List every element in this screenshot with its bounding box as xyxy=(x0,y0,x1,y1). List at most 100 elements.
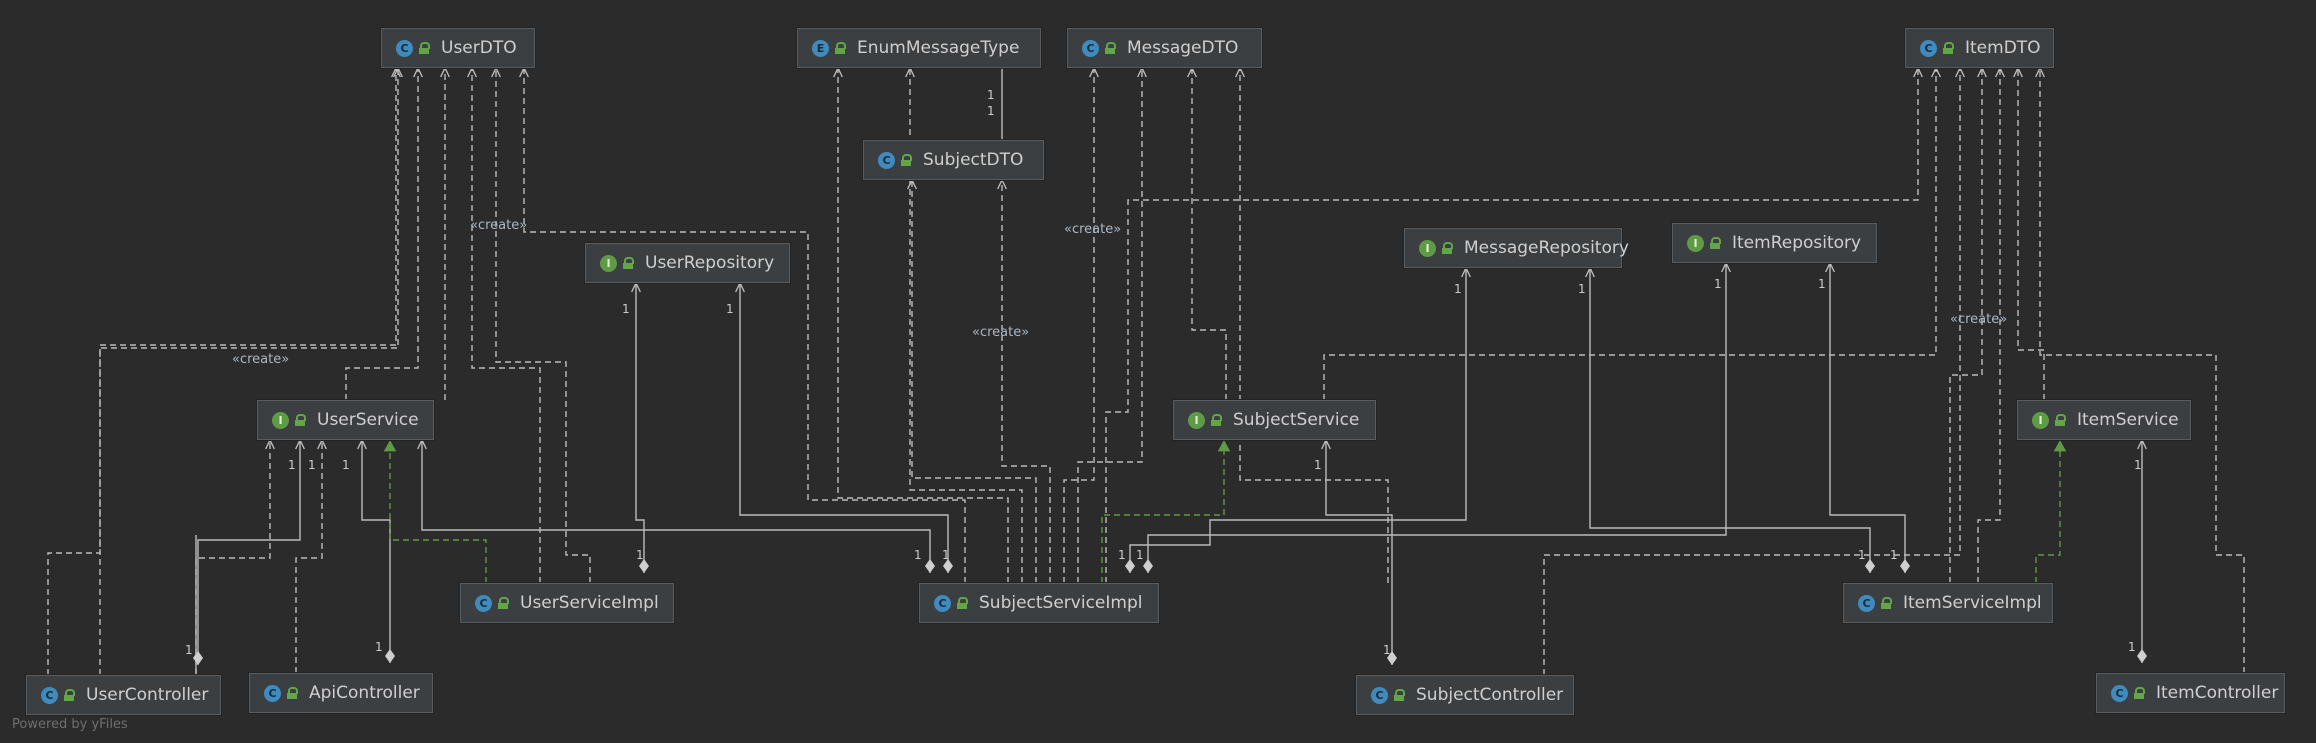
class-icon: C xyxy=(41,686,58,704)
node-label: SubjectServiceImpl xyxy=(979,593,1143,613)
node-label: ItemController xyxy=(2156,683,2279,703)
dep-apicontroller-userservice xyxy=(295,440,323,673)
node-item-dto[interactable]: C ItemDTO xyxy=(1905,28,2054,68)
public-lock-icon xyxy=(1211,414,1222,426)
open-arrowhead xyxy=(519,66,529,78)
open-arrowhead xyxy=(1825,261,1835,273)
dep-ssi-messagedto xyxy=(1063,68,1095,583)
open-arrowhead xyxy=(1089,66,1099,78)
public-lock-icon xyxy=(623,257,634,269)
node-item-controller[interactable]: C ItemController xyxy=(2096,673,2285,713)
node-label: ItemServiceImpl xyxy=(1903,593,2042,613)
multiplicity-label: 1 xyxy=(636,548,644,562)
public-lock-icon xyxy=(1881,597,1892,609)
public-lock-icon xyxy=(835,42,846,54)
node-label: UserDTO xyxy=(441,38,517,58)
composition-diamond xyxy=(639,559,649,573)
interface-icon: I xyxy=(600,254,617,272)
open-arrowhead xyxy=(735,281,745,293)
public-lock-icon xyxy=(901,154,912,166)
multiplicity-label: 1 xyxy=(288,458,296,472)
dep-ssi-enum-2 xyxy=(909,68,1023,583)
assoc-isi-itemrepository xyxy=(1829,263,1906,573)
interface-icon: I xyxy=(1687,234,1704,252)
assoc-ssi-itemrepository xyxy=(1147,263,1727,573)
realize-ssi-subjectservice xyxy=(1101,440,1225,583)
multiplicity-label: 1 xyxy=(942,548,950,562)
multiplicity-label: 1 xyxy=(2128,640,2136,654)
class-icon: C xyxy=(264,684,281,702)
public-lock-icon xyxy=(2134,687,2145,699)
open-arrowhead xyxy=(1977,66,1987,78)
node-user-controller[interactable]: C UserController xyxy=(26,675,221,715)
class-icon: C xyxy=(2111,684,2128,702)
create-stereotype-label: «create» xyxy=(972,325,1030,340)
class-icon: C xyxy=(1082,39,1099,57)
composition-diamond xyxy=(1865,559,1875,573)
multiplicity-label: 1 xyxy=(1118,548,1126,562)
create-stereotype-label: «create» xyxy=(470,218,528,233)
public-lock-icon xyxy=(1710,237,1721,249)
create-stereotype-label: «create» xyxy=(232,352,290,367)
realization-arrowhead xyxy=(1217,440,1231,452)
multiplicity-label: 1 xyxy=(987,104,995,118)
open-arrowhead xyxy=(1321,438,1331,450)
class-icon: C xyxy=(475,594,492,612)
dep-subjectserviceimpl-userdto xyxy=(523,68,966,583)
node-label: SubjectService xyxy=(1233,410,1360,430)
public-lock-icon xyxy=(2055,414,2066,426)
open-arrowhead xyxy=(1721,261,1731,273)
open-arrowhead xyxy=(905,66,915,78)
composition-diamond xyxy=(925,559,935,573)
composition-diamond xyxy=(385,649,395,663)
class-icon: C xyxy=(1371,686,1388,704)
dep-subjectservice-messagedto xyxy=(1191,68,1227,400)
public-lock-icon xyxy=(1394,689,1405,701)
public-lock-icon xyxy=(287,687,298,699)
realize-userserviceimpl-userservice xyxy=(389,440,487,583)
open-arrowhead xyxy=(833,66,843,78)
node-label: EnumMessageType xyxy=(857,38,1020,58)
class-icon: C xyxy=(1920,39,1937,57)
multiplicity-label: 1 xyxy=(1314,458,1322,472)
assoc-ssi-userservice xyxy=(421,440,931,573)
node-label: ItemService xyxy=(2077,410,2179,430)
node-label: UserController xyxy=(86,685,209,705)
powered-by-footer: Powered by yFiles xyxy=(12,717,128,732)
open-arrowhead xyxy=(2013,66,2023,78)
public-lock-icon xyxy=(419,42,430,54)
node-label: ItemDTO xyxy=(1965,38,2041,58)
public-lock-icon xyxy=(1442,242,1453,254)
node-message-dto[interactable]: C MessageDTO xyxy=(1067,28,1262,68)
multiplicity-label: 1 xyxy=(1383,643,1391,657)
dep-usercontroller-userdto-2 xyxy=(99,68,397,675)
dep-userserviceimpl-userdto xyxy=(471,68,541,583)
multiplicity-label: 1 xyxy=(185,643,193,657)
multiplicity-label: 1 xyxy=(1890,548,1898,562)
multiplicity-label: 1 xyxy=(987,88,995,102)
node-label: MessageDTO xyxy=(1127,38,1239,58)
node-label: SubjectDTO xyxy=(923,150,1024,170)
composition-diamond xyxy=(193,651,203,665)
realization-arrowhead xyxy=(383,440,397,452)
open-arrowhead xyxy=(2035,66,2045,78)
assoc-usercontroller-userservice xyxy=(197,440,301,665)
multiplicity-label: 1 xyxy=(1714,277,1722,291)
create-stereotype-label: «create» xyxy=(1064,222,1122,237)
dep-isi-itemdto xyxy=(1949,68,1983,583)
